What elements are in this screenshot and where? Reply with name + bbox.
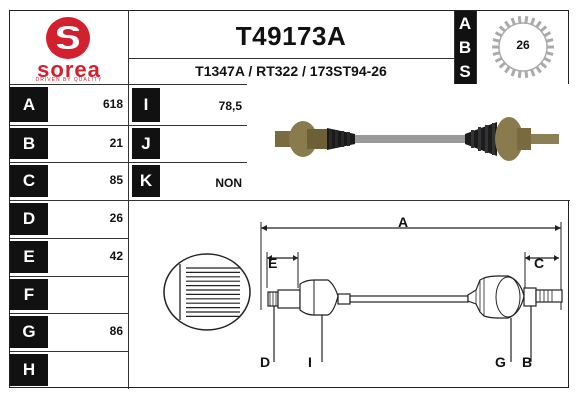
brand-logo: sorea DRIVEN BY QUALITY — [10, 11, 128, 84]
abs-tooth — [494, 56, 503, 63]
diagram-label-g: G — [495, 354, 506, 370]
spec-label-e: E — [10, 241, 48, 273]
abs-tooth — [524, 16, 529, 24]
diagram-label-i: I — [308, 354, 312, 370]
abs-tooth — [517, 70, 522, 78]
spec-label-i: I — [132, 88, 160, 122]
diagram-label-a: A — [398, 214, 409, 230]
abs-letter-b: B — [458, 38, 472, 57]
abs-tooth — [504, 20, 511, 29]
abs-tooth — [530, 68, 536, 77]
spec-label-k: K — [132, 165, 160, 197]
abs-tooth — [510, 68, 516, 77]
abs-column — [454, 11, 476, 84]
dimension-diagram — [163, 222, 563, 362]
abs-tooth — [543, 56, 552, 63]
brand-name: sorea — [37, 57, 101, 82]
spec-value-k: NON — [215, 176, 242, 190]
abs-tooth — [530, 17, 536, 26]
abs-tooth — [539, 61, 548, 69]
spec-value-i: 78,5 — [218, 99, 242, 113]
spec-label-c: C — [10, 165, 48, 197]
diagram-label-e: E — [268, 255, 278, 271]
abs-tooth — [539, 25, 548, 33]
abs-tooth — [498, 61, 507, 69]
spec-value-d: 26 — [109, 211, 123, 225]
spec-label-d: D — [10, 203, 48, 235]
product-spec-sheet: sorea DRIVEN BY QUALITY T49173A T1347A /… — [9, 10, 570, 389]
abs-letter-a: A — [458, 14, 472, 33]
spec-label-a: A — [10, 87, 48, 122]
abs-tooth — [492, 51, 501, 56]
spline-end-view-icon — [163, 253, 251, 331]
abs-tooth — [498, 25, 507, 33]
abs-tooth — [494, 31, 503, 38]
spec-value-e: 42 — [109, 249, 123, 263]
spec-label-g: G — [10, 316, 48, 348]
spec-value-g: 86 — [109, 324, 123, 338]
spec-value-b: 21 — [109, 135, 123, 150]
sorea-emblem-icon — [46, 17, 90, 59]
abs-teeth-count: 26 — [516, 38, 530, 52]
abs-tooth — [535, 65, 542, 74]
spec-label-b: B — [10, 128, 48, 159]
part-number: T49173A — [235, 21, 347, 51]
abs-tooth — [545, 38, 554, 43]
spec-label-f: F — [10, 279, 48, 310]
abs-tooth — [510, 17, 516, 26]
abs-tooth — [492, 38, 501, 43]
diagram-label-b: B — [522, 354, 533, 370]
abs-tooth — [543, 31, 552, 38]
abs-tooth — [545, 51, 554, 56]
abs-tooth — [517, 16, 522, 24]
spec-label-h: H — [10, 354, 48, 386]
diagram-label-d: D — [260, 354, 271, 370]
spec-value-a: 618 — [102, 96, 123, 111]
cross-references: T1347A / RT322 / 173ST94-26 — [195, 63, 387, 79]
abs-ring-icon — [492, 16, 554, 78]
diagram-label-c: C — [534, 255, 545, 271]
abs-tooth — [535, 20, 542, 29]
abs-tooth — [524, 70, 529, 78]
drive-shaft-photo — [247, 84, 570, 200]
brand-tagline: DRIVEN BY QUALITY — [35, 77, 103, 83]
abs-letter-s: S — [459, 62, 471, 81]
spec-value-c: 85 — [109, 173, 123, 187]
abs-tooth — [504, 65, 511, 74]
spec-label-j: J — [132, 128, 160, 159]
